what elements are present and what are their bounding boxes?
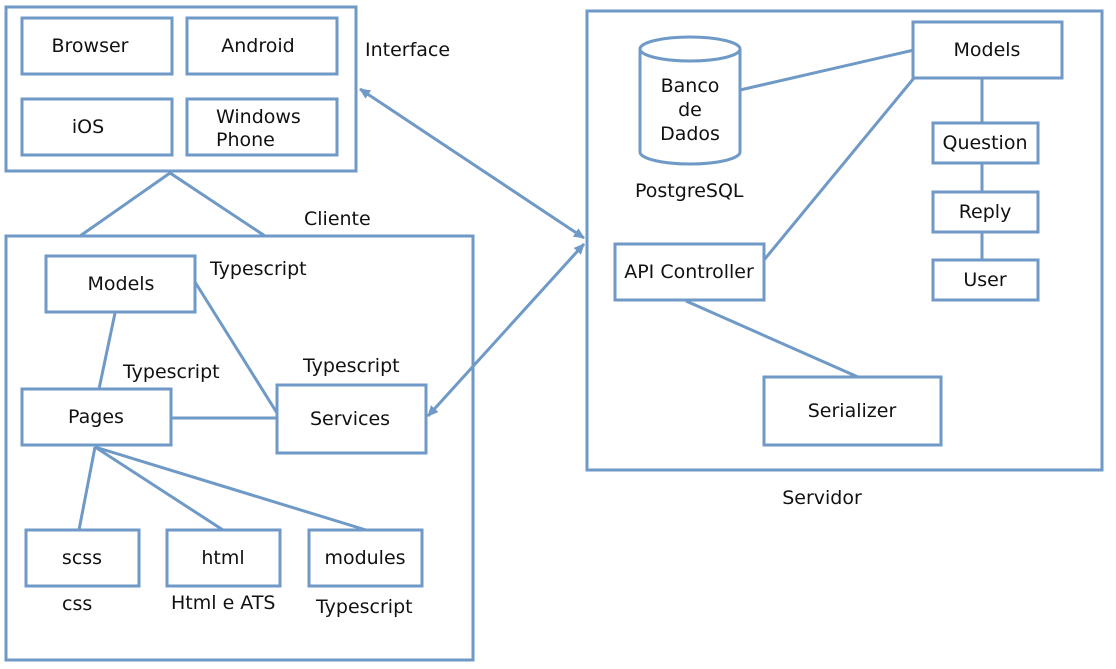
ios-box: [20, 97, 174, 157]
cliente-models-box: [44, 254, 197, 314]
interface-cliente-connector: [79, 171, 266, 238]
scss-lang: css: [62, 593, 92, 615]
api-controller-box: [613, 242, 766, 302]
windows-phone-label-line1: Windows: [216, 106, 301, 128]
browser-box: [20, 16, 174, 76]
pages-scss-line: [77, 446, 97, 531]
models-pages-line: [97, 312, 117, 390]
user-box: [931, 258, 1040, 302]
database-cylinder-icon: [638, 35, 742, 166]
question-label: Question: [943, 132, 1028, 154]
modules-label: modules: [324, 547, 405, 569]
db-technology-label: PostgreSQL: [635, 180, 744, 202]
html-box: [165, 528, 282, 588]
reply-label: Reply: [959, 201, 1012, 223]
pages-box: [20, 387, 173, 447]
html-label: html: [201, 547, 244, 569]
pages-html-line: [94, 445, 224, 532]
db-label-line3: Dados: [660, 123, 720, 145]
scss-label: scss: [62, 547, 102, 569]
services-box: [275, 383, 428, 455]
reply-box: [931, 190, 1040, 234]
serializer-label: Serializer: [808, 400, 897, 422]
scss-box: [24, 528, 141, 588]
android-box: [185, 16, 339, 76]
db-models-line: [739, 48, 915, 92]
services-servidor-arrow: [426, 242, 586, 418]
html-lang: Html e ATS: [171, 592, 275, 614]
ios-label: iOS: [72, 116, 104, 138]
windows-phone-label-line2: Phone: [216, 129, 275, 151]
cliente-models-lang: Typescript: [209, 258, 307, 280]
servidor-models-label: Models: [954, 39, 1021, 61]
models-services-line: [193, 281, 279, 414]
browser-label: Browser: [52, 35, 129, 57]
interface-servidor-arrow: [359, 87, 585, 240]
servidor-title: Servidor: [782, 487, 862, 509]
pages-modules-line: [94, 445, 367, 532]
db-label-line2: de: [678, 99, 702, 121]
serializer-box: [762, 375, 943, 447]
windows-phone-box: [185, 97, 339, 157]
modules-box: [307, 528, 424, 588]
modules-lang: Typescript: [315, 596, 413, 618]
pages-label: Pages: [68, 406, 124, 428]
android-label: Android: [221, 35, 294, 57]
cliente-models-label: Models: [88, 273, 155, 295]
db-label-line1: Banco: [661, 75, 720, 97]
question-box: [931, 121, 1040, 165]
user-label: User: [963, 269, 1006, 291]
services-label: Services: [310, 408, 390, 430]
api-controller-label: API Controller: [624, 261, 754, 283]
api-models-line: [762, 77, 916, 261]
pages-lang: Typescript: [122, 361, 220, 383]
servidor-models-box: [911, 20, 1064, 80]
services-lang: Typescript: [302, 355, 400, 377]
interface-title: Interface: [365, 39, 450, 61]
api-serializer-line: [685, 299, 859, 379]
cliente-title: Cliente: [304, 208, 371, 230]
